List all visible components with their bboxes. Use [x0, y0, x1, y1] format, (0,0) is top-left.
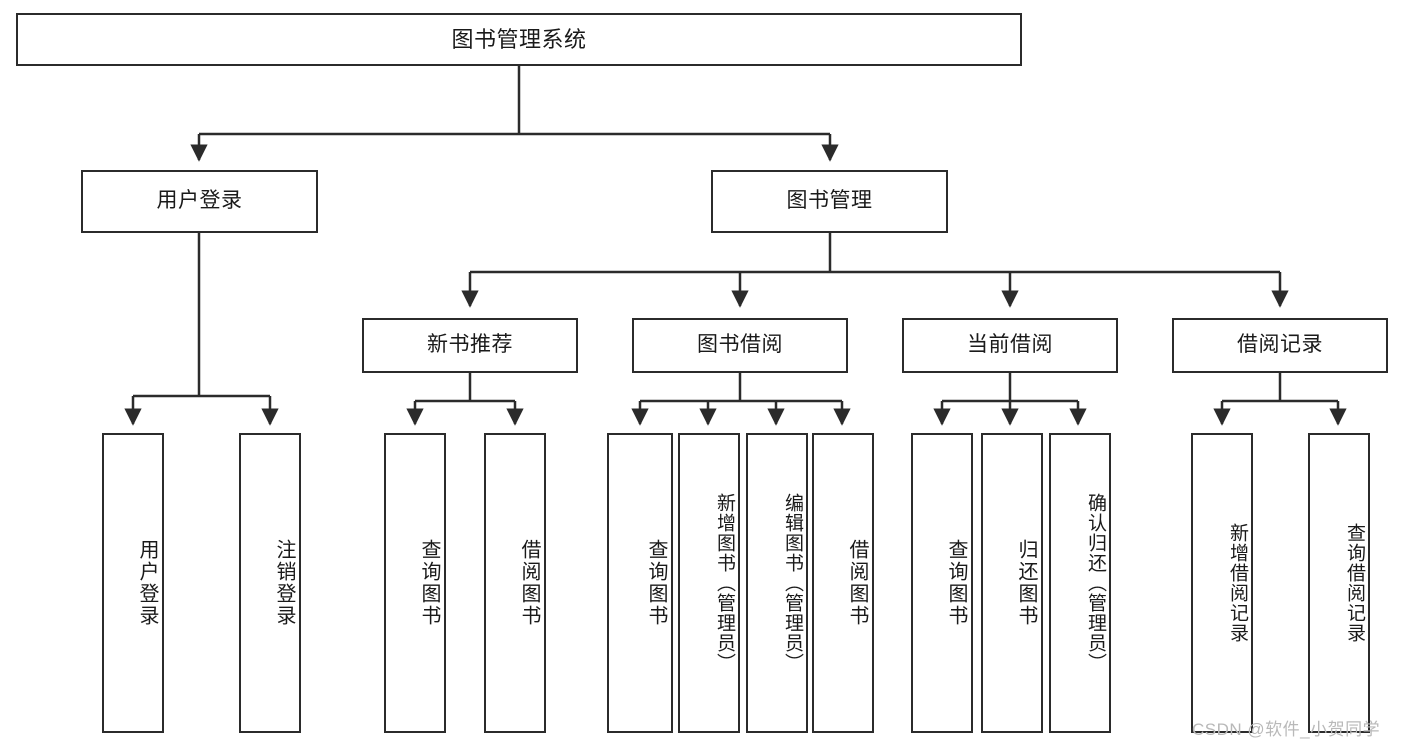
node-label: 新增借阅记录: [1227, 523, 1248, 643]
node-new-book-recommendation[interactable]: 新书推荐: [362, 318, 578, 373]
node-label: 新增图书（管理员）: [714, 493, 735, 673]
node-borrow-records[interactable]: 借阅记录: [1172, 318, 1388, 373]
node-label: 借阅图书: [846, 539, 868, 627]
leaf-confirm-return-admin[interactable]: 确认归还（管理员）: [1049, 433, 1111, 733]
node-label: 查询图书: [418, 539, 440, 627]
node-label: 查询图书: [945, 539, 967, 627]
node-label: 当前借阅: [967, 333, 1053, 357]
node-label: 借阅记录: [1237, 333, 1323, 357]
leaf-query-borrow-record[interactable]: 查询借阅记录: [1308, 433, 1370, 733]
node-label: 查询图书: [645, 539, 667, 627]
node-label: 归还图书: [1015, 539, 1037, 627]
leaf-logout[interactable]: 注销登录: [239, 433, 301, 733]
node-label: 图书管理: [786, 189, 873, 213]
node-user-login[interactable]: 用户登录: [81, 170, 318, 233]
node-label: 用户登录: [156, 189, 243, 213]
node-label: 图书借阅: [697, 333, 783, 357]
leaf-borrow-books[interactable]: 借阅图书: [812, 433, 874, 733]
node-book-borrowing[interactable]: 图书借阅: [632, 318, 848, 373]
leaf-add-book-admin[interactable]: 新增图书（管理员）: [678, 433, 740, 733]
node-label: 用户登录: [136, 539, 158, 627]
leaf-query-books-borrow[interactable]: 查询图书: [607, 433, 673, 733]
node-label: 查询借阅记录: [1344, 523, 1365, 643]
node-label: 借阅图书: [518, 539, 540, 627]
leaf-query-books-recommend[interactable]: 查询图书: [384, 433, 446, 733]
leaf-add-borrow-record[interactable]: 新增借阅记录: [1191, 433, 1253, 733]
node-label: 图书管理系统: [451, 26, 587, 52]
node-label: 新书推荐: [427, 333, 513, 357]
leaf-borrow-books-recommend[interactable]: 借阅图书: [484, 433, 546, 733]
node-label: 确认归还（管理员）: [1085, 493, 1106, 673]
leaf-query-books-current[interactable]: 查询图书: [911, 433, 973, 733]
leaf-return-books[interactable]: 归还图书: [981, 433, 1043, 733]
node-label: 编辑图书（管理员）: [782, 493, 803, 673]
node-book-management[interactable]: 图书管理: [711, 170, 948, 233]
node-current-borrowing[interactable]: 当前借阅: [902, 318, 1118, 373]
node-root-book-management-system[interactable]: 图书管理系统: [16, 13, 1022, 66]
csdn-watermark: CSDN @软件_小贺同学: [1192, 720, 1381, 739]
leaf-user-login[interactable]: 用户登录: [102, 433, 164, 733]
node-label: 注销登录: [273, 539, 295, 627]
leaf-edit-book-admin[interactable]: 编辑图书（管理员）: [746, 433, 808, 733]
